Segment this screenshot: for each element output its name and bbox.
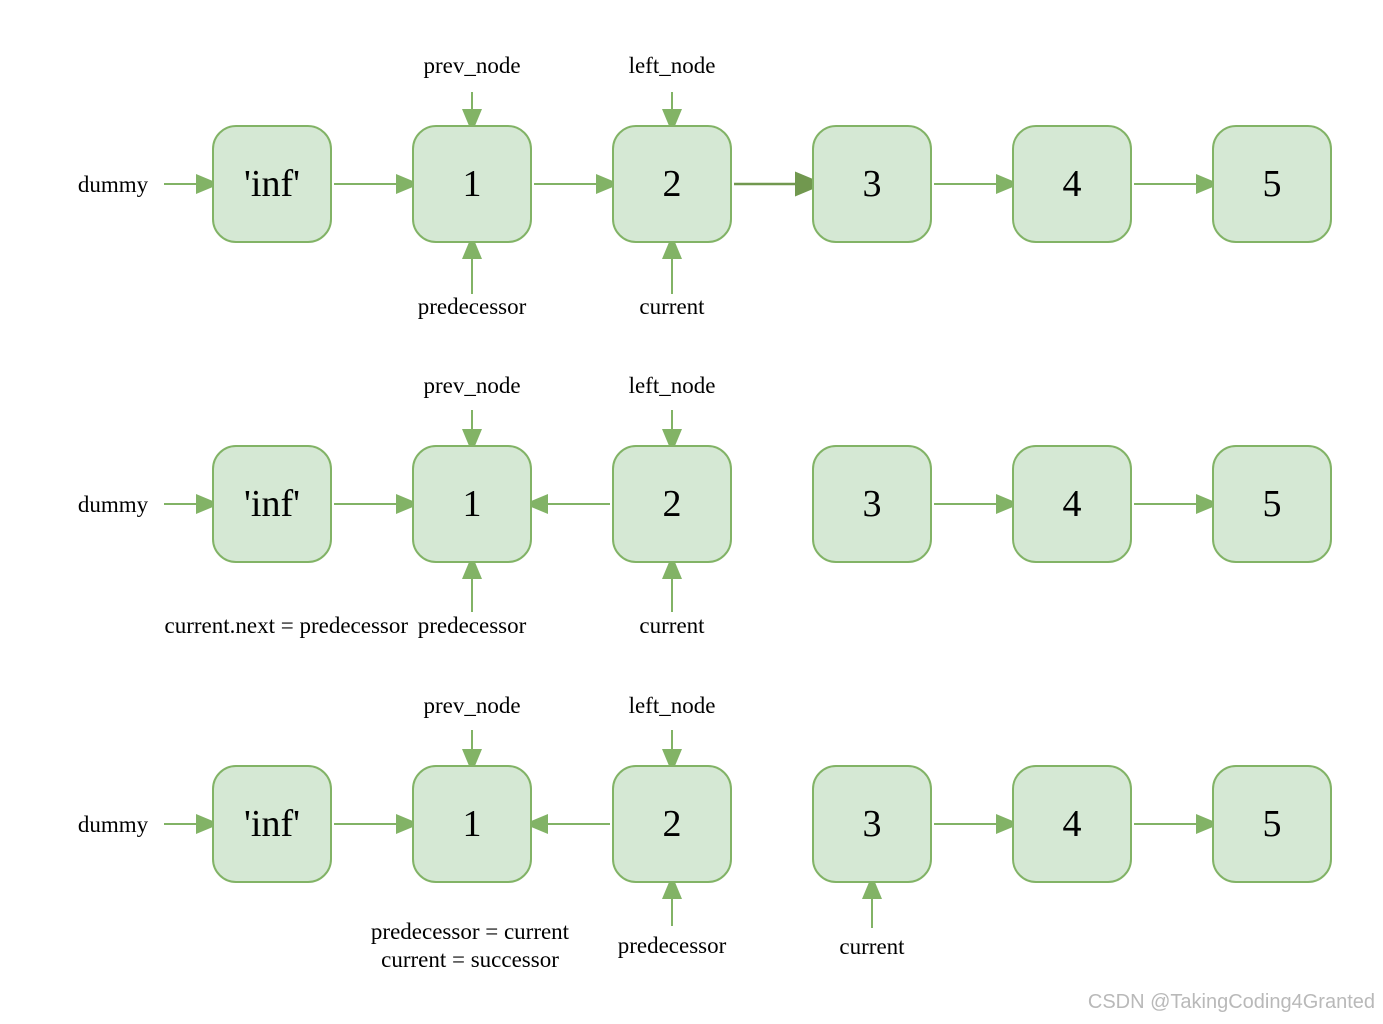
row3-node-1: 1 — [412, 765, 532, 883]
row2-current-label: current — [639, 613, 705, 638]
row1-node-4: 4 — [1012, 125, 1132, 243]
row2-node-inf: 'inf' — [212, 445, 332, 563]
row1-node-2: 2 — [612, 125, 732, 243]
row1-node-3: 3 — [812, 125, 932, 243]
row3-predecessor-label: predecessor — [617, 933, 727, 958]
row1-node-5: 5 — [1212, 125, 1332, 243]
row3-note-line-1: predecessor = current — [370, 919, 570, 944]
row3-node-3: 3 — [812, 765, 932, 883]
row3-prev-node-label: prev_node — [423, 693, 521, 718]
row2-prev-node-label: prev_node — [423, 373, 521, 398]
row2-note-current-next: current.next = predecessor — [164, 613, 409, 638]
row3-node-inf: 'inf' — [212, 765, 332, 883]
row1-node-1: 1 — [412, 125, 532, 243]
row3-current-label: current — [839, 934, 905, 959]
row2-dummy-label: dummy — [77, 492, 149, 517]
row3-note-line-2: current = successor — [381, 947, 559, 972]
row2-node-2: 2 — [612, 445, 732, 563]
row1-predecessor-label: predecessor — [417, 294, 527, 319]
row1-left-node-label: left_node — [628, 53, 716, 78]
row3-node-2: 2 — [612, 765, 732, 883]
row2-node-1: 1 — [412, 445, 532, 563]
row2-node-3: 3 — [812, 445, 932, 563]
row3-dummy-label: dummy — [77, 812, 149, 837]
csdn-watermark: CSDN @TakingCoding4Granted — [1087, 991, 1375, 1013]
row1-prev-node-label: prev_node — [423, 53, 521, 78]
row2-node-5: 5 — [1212, 445, 1332, 563]
row2-left-node-label: left_node — [628, 373, 716, 398]
row2-node-4: 4 — [1012, 445, 1132, 563]
row1-node-inf: 'inf' — [212, 125, 332, 243]
row1-dummy-label: dummy — [77, 172, 149, 197]
row1-current-label: current — [639, 294, 705, 319]
row3-left-node-label: left_node — [628, 693, 716, 718]
row3-node-5: 5 — [1212, 765, 1332, 883]
row2-predecessor-label: predecessor — [417, 613, 527, 638]
row3-node-4: 4 — [1012, 765, 1132, 883]
